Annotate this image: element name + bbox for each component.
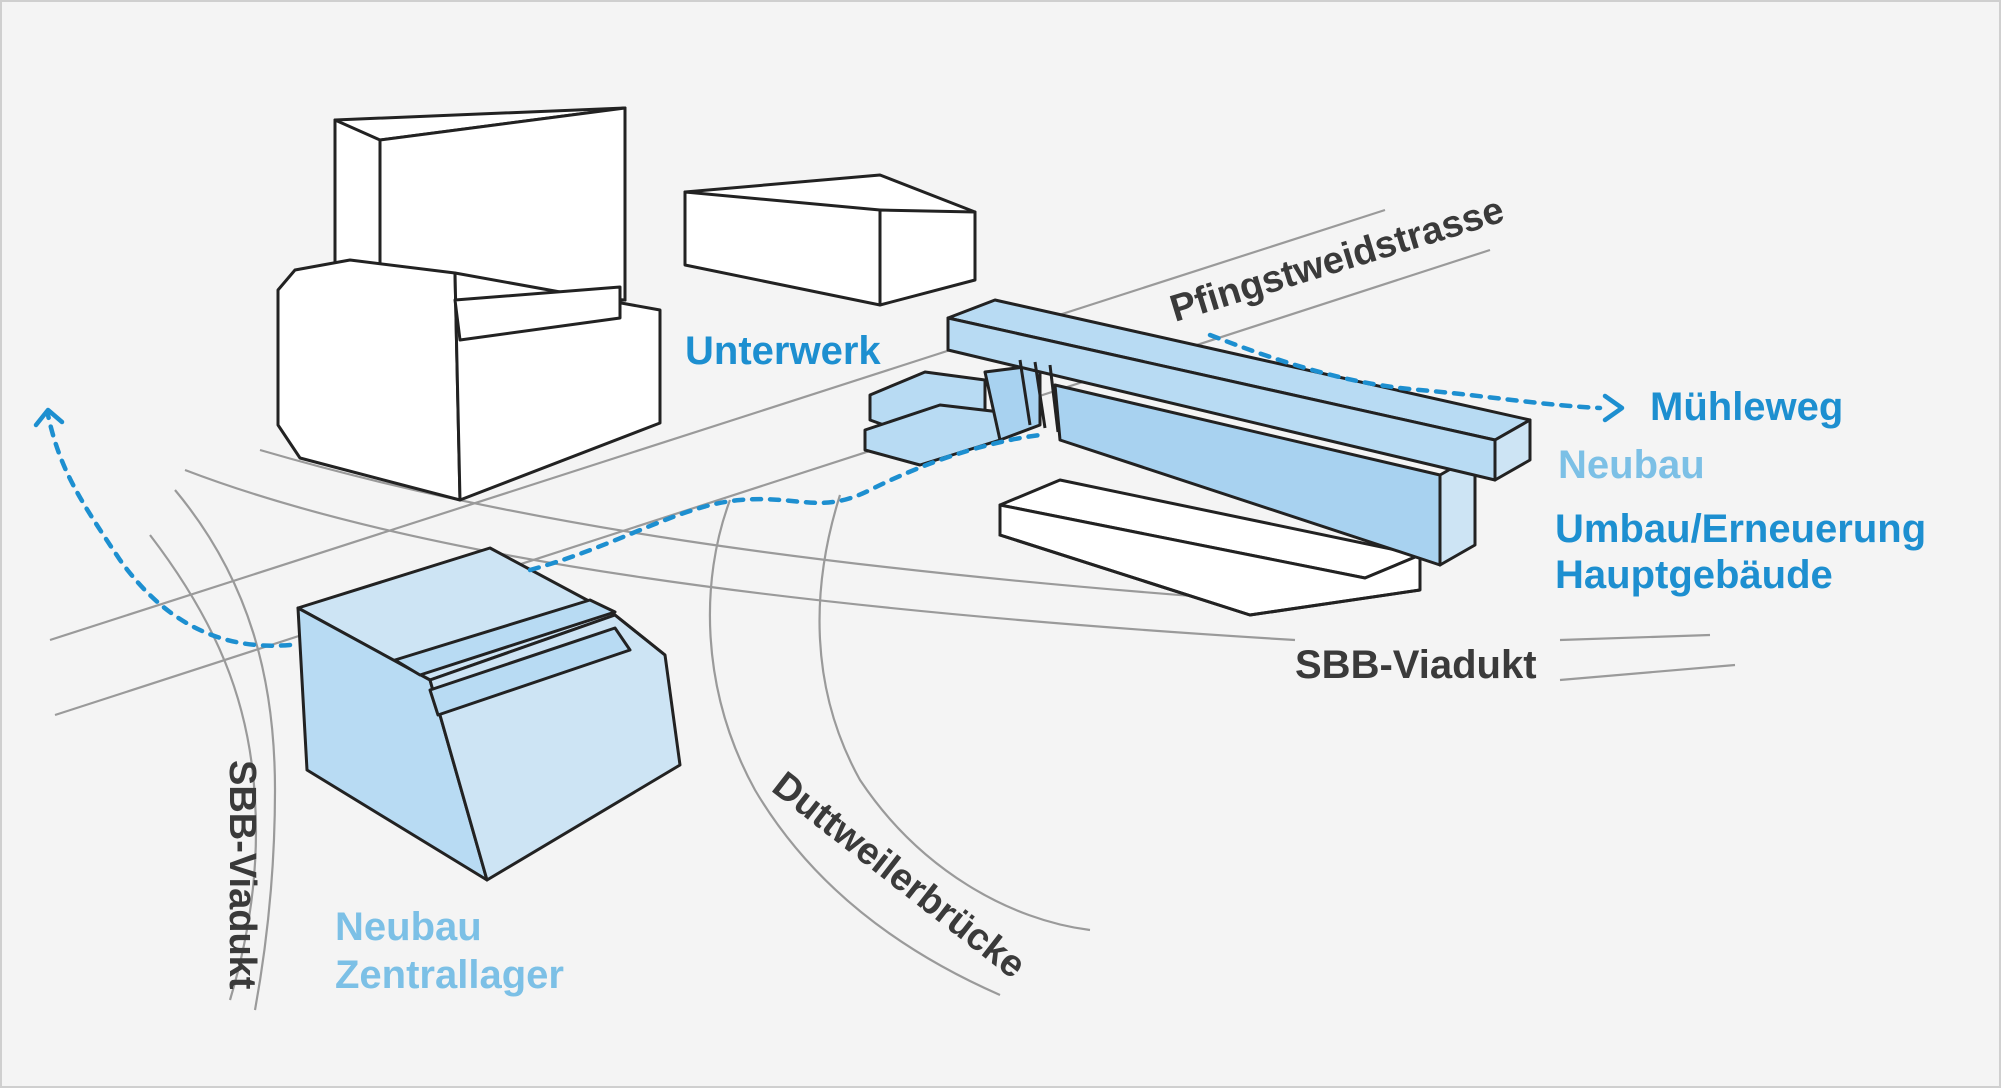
pillars xyxy=(1018,359,1060,433)
building-low-slab xyxy=(998,478,1422,617)
building-zentrallager xyxy=(296,546,682,882)
label-neubau-zentrallager-1: Neubau xyxy=(335,905,482,949)
road-lines xyxy=(49,208,1736,1011)
label-umbau-erneuerung: Umbau/Erneuerung xyxy=(1555,507,1926,551)
pedestrian-route xyxy=(33,332,1625,648)
label-muehleweg: Mühleweg xyxy=(1650,385,1843,429)
label-neubau-main: Neubau xyxy=(1558,443,1705,487)
building-tower-lower xyxy=(276,258,662,502)
building-tower xyxy=(333,106,627,302)
label-unterwerk: Unterwerk xyxy=(685,329,881,373)
label-hauptgebaeude: Hauptgebäude xyxy=(1555,553,1833,597)
label-neubau-zentrallager-2: Zentrallager xyxy=(335,953,564,997)
label-sbb-viadukt-horizontal: SBB-Viadukt xyxy=(1295,643,1537,687)
label-sbb-viadukt-vertical: SBB-Viadukt xyxy=(221,760,263,990)
building-main-rebuild xyxy=(946,298,1532,567)
building-mid-block xyxy=(683,173,977,307)
